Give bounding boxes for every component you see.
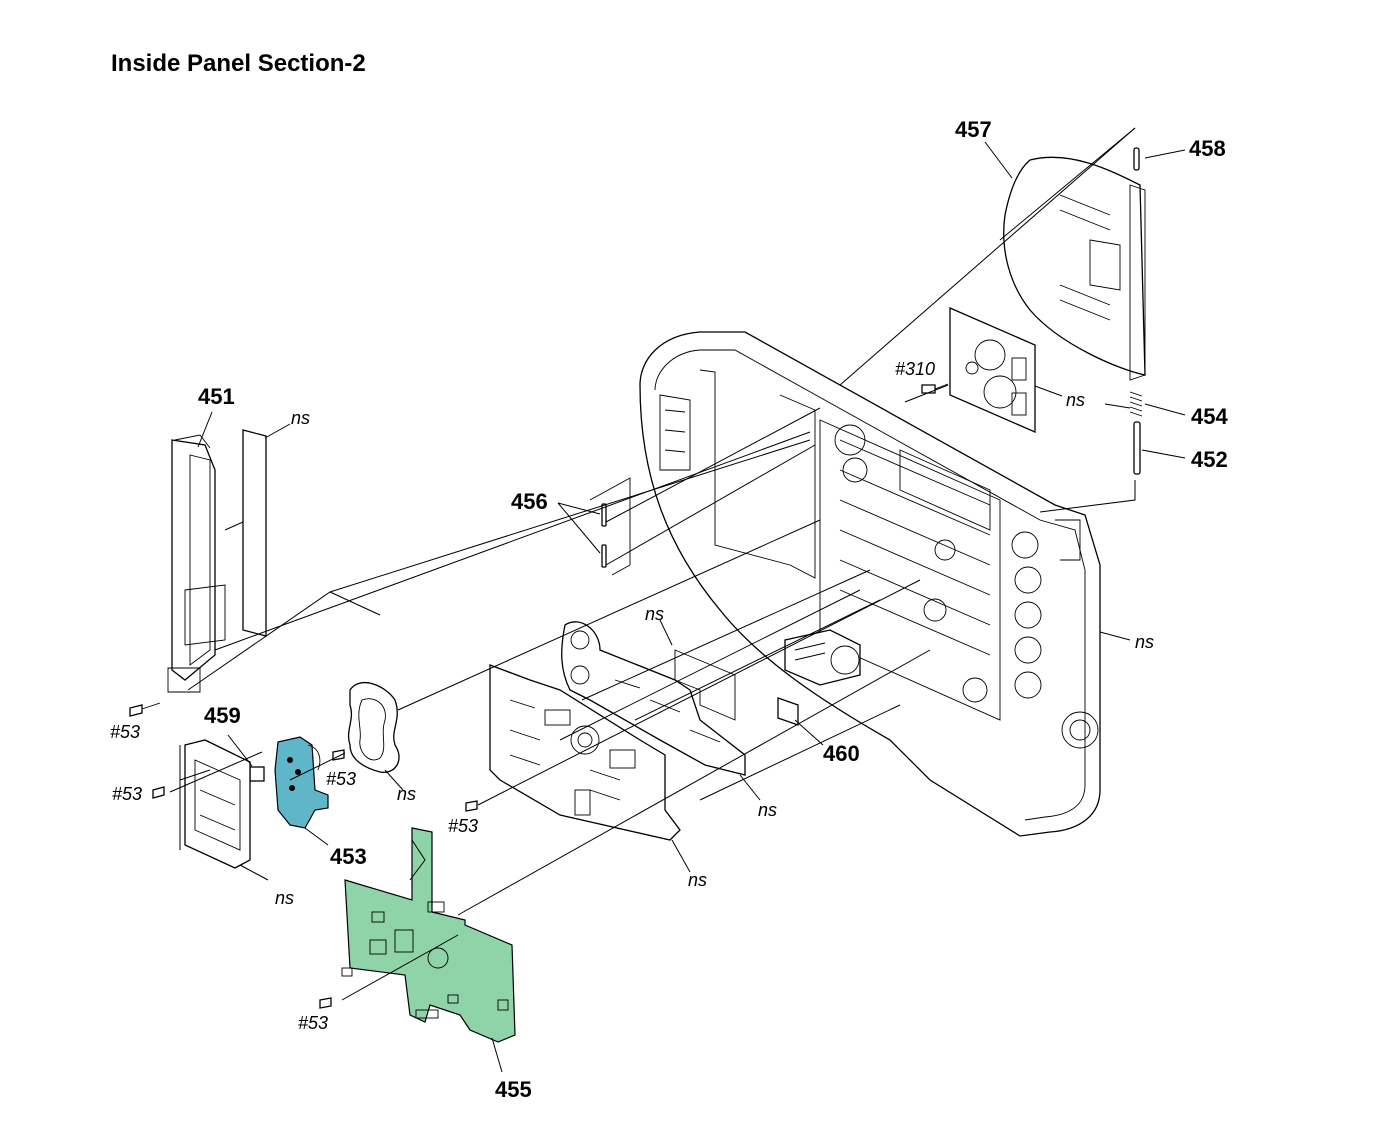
part-454-spring	[1129, 391, 1143, 417]
callout-460: 460	[823, 741, 860, 766]
screw-53-icon	[129, 702, 161, 717]
right-plate-ns	[561, 621, 746, 776]
ns-label: ns	[1135, 632, 1154, 652]
screw-53-icon	[319, 997, 332, 1009]
screw-label-53: #53	[326, 769, 356, 789]
gasket-ns	[347, 681, 400, 773]
screw-310	[921, 383, 949, 394]
screw-label-53: #53	[298, 1013, 328, 1033]
callout-455: 455	[495, 1077, 532, 1102]
part-459-block	[184, 739, 265, 869]
callout-454: 454	[1191, 404, 1228, 429]
page-title: Inside Panel Section-2	[111, 50, 366, 77]
leader-lines	[169, 127, 1186, 1073]
ns-label: ns	[291, 408, 310, 428]
middle-plate-ns	[489, 664, 681, 841]
screw-label-53: #53	[112, 784, 142, 804]
bracket-plate-ns	[949, 307, 1036, 433]
screw-label-310: #310	[895, 359, 935, 379]
hinge-sheet-ns	[242, 429, 267, 637]
part-451-hinge	[167, 434, 226, 693]
ns-label: ns	[397, 784, 416, 804]
part-460-tag	[777, 697, 799, 726]
part-453-flex	[274, 736, 329, 829]
part-456-pins	[589, 477, 631, 576]
part-452-shaft	[1133, 421, 1141, 475]
main-chassis-frame	[639, 331, 1101, 837]
callout-457: 457	[955, 117, 992, 142]
ns-label: ns	[275, 888, 294, 908]
ns-label: ns	[758, 800, 777, 820]
callout-459: 459	[204, 703, 241, 728]
callout-458: 458	[1189, 136, 1226, 161]
ns-label: ns	[1066, 390, 1085, 410]
ns-label: ns	[645, 604, 664, 624]
callout-451: 451	[198, 384, 235, 409]
screw-label-53: #53	[448, 816, 478, 836]
screw-53-icon	[465, 800, 478, 812]
callout-453: 453	[330, 844, 367, 869]
part-458-pin	[1133, 147, 1140, 171]
ns-label: ns	[688, 870, 707, 890]
callout-452: 452	[1191, 447, 1228, 472]
callout-456: 456	[511, 489, 548, 514]
part-455-board	[341, 827, 516, 1043]
screw-label-53: #53	[110, 722, 140, 742]
screw-53-icon	[152, 786, 165, 799]
